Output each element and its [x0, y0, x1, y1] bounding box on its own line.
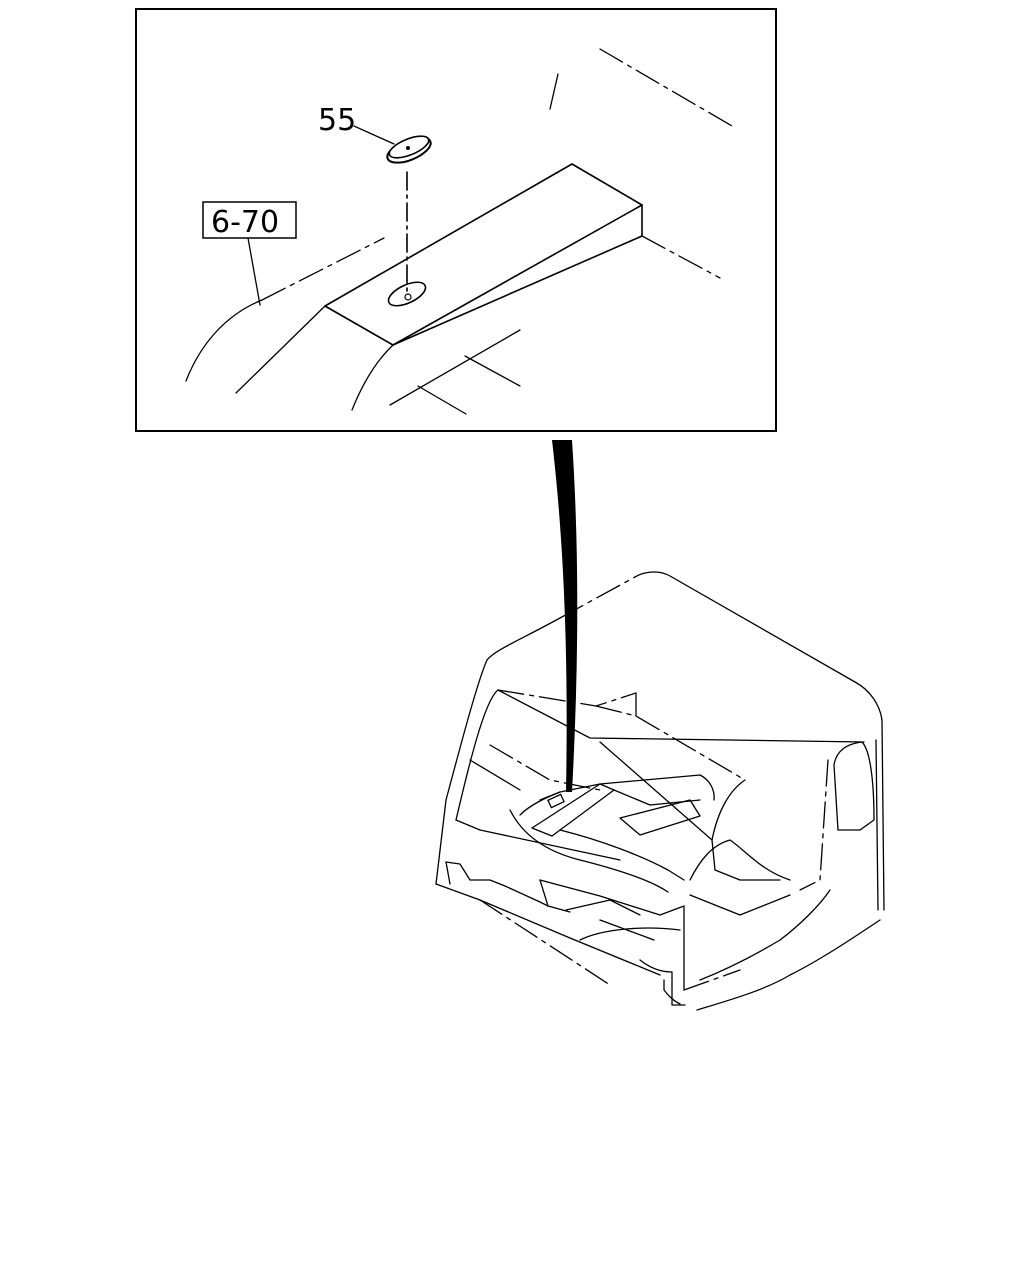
detail-inset: 55 6-70 [135, 8, 777, 432]
grommet-plug-icon [386, 135, 432, 164]
side-window [833, 741, 875, 831]
cab-cross-member [509, 774, 715, 893]
truck-cab-overview [435, 571, 885, 1011]
reference-box [202, 201, 297, 239]
callout-55: 55 [318, 103, 395, 145]
mounting-hole [387, 281, 427, 307]
callout-6-70: 6-70 [202, 201, 297, 306]
cross-member-beam [324, 163, 643, 415]
detail-frame [135, 8, 777, 432]
roof-outline [185, 237, 394, 411]
reference-number-label: 6-70 [211, 205, 279, 240]
detail-leader-connector [552, 440, 578, 792]
part-number-label: 55 [318, 103, 356, 138]
